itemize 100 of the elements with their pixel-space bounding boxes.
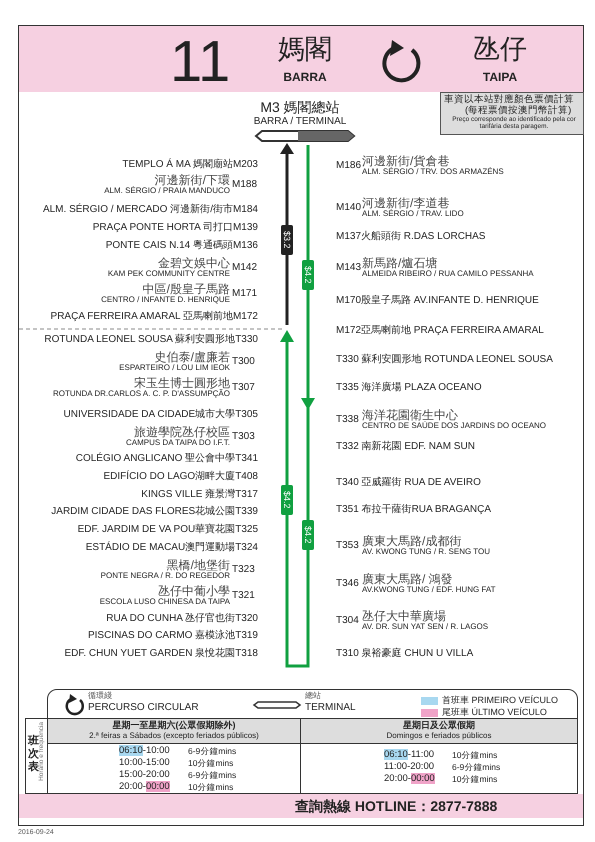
stop-name: AV.KWONG TUNG / EDF. HUNG FAT [362,586,496,594]
stop-name: 旅遊學院氹仔校區 [134,426,230,438]
frequency: 6-9分鐘mins [188,771,236,780]
stop-name: 河邊新街/貨倉巷 [362,155,450,167]
fare-badge: $3.2 [281,225,293,255]
stop-name: ALM. SÉRGIO / TRAV. LIDO [362,210,464,218]
destination-name: 氹仔 [472,36,528,63]
stop-name: ALM. SÉRGIO / MERCADO 河邊新街/街市M184 [42,205,258,215]
stop-name: 氹仔中葡小學 [158,585,230,597]
route-number: 11 [170,33,230,91]
legend-text: 尾班車 ÚLTIMO VEÍCULO [442,708,547,717]
stop-name: AV. DR. SUN YAT SEN / R. LAGOS [362,623,488,631]
hotline-text: 查詢熱線 HOTLINE：2877-7888 [295,799,498,813]
stop-name: EDF. CHUN YUET GARDEN 泉悅花園T318 [64,649,258,659]
frequency: 10分鐘mins [188,759,234,768]
stop-name: ALM. SÉRGIO / TRV. DOS ARMAZÉNS [362,168,504,176]
stop-name: PONTE NEGRA / R. DO REGEDOR [100,572,230,580]
stop-name: JARDIM CIDADE DAS FLORES花城公園T339 [51,507,258,517]
stop-name: T332 南新花園 EDF. NAM SUN [336,442,475,452]
stop-name: M172亞馬喇前地 PRAÇA FERREIRA AMARAL [336,326,544,336]
stop-name: T340 亞威羅街 RUA DE AVEIRO [336,478,481,488]
column-header: Domingos e feriados públicos [386,732,492,740]
schedule-time: 20:00-00:00 [384,774,435,784]
stop-code: T304 [336,616,359,626]
stop-code: M143 [336,263,362,273]
column-header: 星期日及公眾假期 [402,721,476,730]
column-header: 星期一至星期六(公眾假期除外) [112,721,236,730]
stop-code: T353 [336,541,359,551]
fare-note-text: (每程票價按澳門幣計算) [465,106,572,116]
legend-text: 循環綫 [88,692,112,700]
stop-code: M188 [232,180,258,190]
fare-note-text: 車資以本站對應顏色票價計算 [444,95,574,104]
stop-name: 河邊新街/李道巷 [362,197,450,209]
stop-name: 廣東大馬路/ 鴻發 [362,573,453,585]
stop-name: ESCOLA LUSO CHINESA DA TAIPA [100,598,230,606]
stop-name: PISCINAS DO CARMO 嘉模泳池T319 [88,631,258,641]
stop-name: UNIVERSIDADE DA CIDADE城市大學T305 [64,410,258,420]
destination-name: 媽閣 [277,36,333,63]
stop-name: 廣東大馬路/成都街 [362,535,462,547]
stop-name: TEMPLO Á MA 媽閣廟站M203 [122,160,258,170]
stop-name: CAMPUS DA TAIPA DO I.F.T. [126,439,230,447]
stop-name: 史伯泰/盧廉若 [154,351,230,363]
frequency: 10分鐘mins [452,775,498,784]
stop-name: PRAÇA PONTE HORTA 司打口M139 [92,223,258,233]
stop-code: T321 [232,591,255,601]
stop-name: ESTÁDIO DE MACAU澳門運動場T324 [86,543,258,553]
schedule-time: 20:00-00:00 [119,782,170,792]
stop-code: T338 [336,415,359,425]
stop-name: KAM PEK COMMUNITY CENTRE [108,270,230,278]
legend-text: 首班車 PRIMEIRO VEÍCULO [442,696,558,705]
stop-name: COLÉGIO ANGLICANO 聖公會中學T341 [76,454,258,464]
fare-badge: $4.2 [302,520,314,550]
frequency: 6-9分鐘mins [452,763,500,772]
terminal-name: BARRA / TERMINAL [252,117,348,127]
stop-name: ALM. SÉRGIO / PRAIA MANDUCO [104,187,230,195]
legend-text: 總站 [305,692,321,700]
schedule-time: 06:10-10:00 [119,746,170,756]
legend-text: TERMINAL [305,703,356,713]
stop-code: M140 [336,203,362,213]
schedule-time: 11:00-20:00 [384,762,434,772]
stop-code: M142 [232,263,258,273]
stop-name: PONTE CAIS N.14 粵通碼頭M136 [106,241,258,251]
column-header: 2.ª feiras a Sábados (excepto feriados públicos) [88,732,260,740]
stop-name: ALMEIDA RIBEIRO / RUA CAMILO PESSANHA [362,270,534,278]
frequency: 10分鐘mins [452,751,498,760]
stop-name: 黑橋/地堡街 [166,559,230,571]
stop-code: T300 [232,357,255,367]
stop-name: M170殷皇子馬路 AV.INFANTE D. HENRIQUE [336,296,539,306]
stop-name: 金碧文娛中心 [158,257,230,269]
stop-code: T346 [336,579,359,589]
fare-badge: $4.2 [302,260,314,290]
stop-name: RUA DO CUNHA 氹仔官也街T320 [106,614,258,624]
schedule-time: 10:00-15:00 [119,758,170,768]
stop-name: 新馬路/爐石塘 [362,257,438,269]
stop-name: 河邊新街/下環 [154,174,230,186]
stop-name: T335 海洋廣場 PLAZA OCEANO [336,383,482,393]
stop-name: 宋玉生博士圓形地 [134,377,230,389]
stop-name: EDF. JARDIM DE VA POU華寶花園T325 [78,525,258,535]
frequency: 6-9分鐘mins [188,747,236,756]
stop-name: ROTUNDA DR.CARLOS A. C. P. D'ASSUMPÇÃO [53,390,230,398]
legend-text: PERCURSO CIRCULAR [88,703,199,713]
stop-name: CENTRO / INFANTE D. HENRIQUE [101,296,230,304]
schedule-time: 06:10-11:00 [384,750,434,760]
stop-code: M186 [336,161,362,171]
stop-code: M171 [232,289,258,299]
destination-name: TAIPA [482,71,518,83]
stop-name: CENTRO DE SAÚDE DOS JARDINS DO OCEANO [362,422,546,430]
stop-name: 氹仔大中華廣場 [362,610,446,622]
stop-code: T307 [232,383,255,393]
stop-name: 海洋花園衛生中心 [362,409,458,421]
stop-name: 中區/殷皇子馬路 [142,283,230,295]
stop-name: ROTUNDA LEONEL SOUSA 蘇利安圓形地T330 [44,335,258,345]
stop-name: KINGS VILLE 雍景灣T317 [141,490,258,500]
stop-name: PRAÇA FERREIRA AMARAL 亞馬喇前地M172 [50,312,258,322]
stop-name: ESPARTEIRO / LOU LIM IEOK [119,364,230,372]
stop-name: AV. KWONG TUNG / R. SENG TOU [362,548,490,556]
terminal-name: M3 媽閣總站 [259,100,341,114]
schedule-time: 15:00-20:00 [119,770,170,780]
frequency: 10分鐘mins [188,783,234,792]
stop-name: T330 蘇利安圓形地 ROTUNDA LEONEL SOUSA [336,355,553,365]
